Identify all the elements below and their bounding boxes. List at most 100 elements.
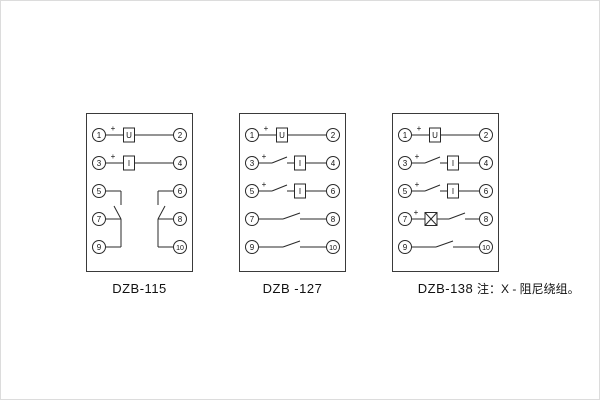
diagram-text: 1: [403, 131, 408, 140]
terminal-circle: [173, 128, 187, 142]
diagram-text: +: [415, 180, 420, 189]
terminal-circle: [92, 156, 106, 170]
diagram-text: 5: [250, 187, 255, 196]
coil-box: [447, 155, 459, 171]
terminal-circle: [479, 184, 493, 198]
diagram-text: 5: [403, 187, 408, 196]
diagram-text: 10: [176, 245, 184, 252]
diagram-text: U: [279, 131, 285, 140]
diagram-text: 6: [331, 187, 336, 196]
diagram-text: +: [415, 152, 420, 161]
diagram-text: 4: [484, 159, 489, 168]
diagram-text: I: [452, 159, 454, 168]
diagram-text: 3: [97, 159, 102, 168]
terminal-circle: [398, 156, 412, 170]
diagram-text: 10: [482, 245, 490, 252]
terminal-circle: [398, 184, 412, 198]
diagram-text: +: [414, 208, 419, 217]
diagram-text: 9: [97, 243, 102, 252]
terminal-circle: [479, 240, 493, 254]
coil-box: [276, 127, 288, 143]
terminal-circle: [173, 156, 187, 170]
diagram-text: 3: [403, 159, 408, 168]
diagram-text: 1: [97, 131, 102, 140]
terminal-circle: [398, 212, 412, 226]
diagram-text: 1: [250, 131, 255, 140]
wire: [113, 205, 122, 220]
diagram-text: 8: [331, 215, 336, 224]
diagram-text: +: [262, 180, 267, 189]
coil-box: [447, 183, 459, 199]
diagram-text: I: [299, 187, 301, 196]
wire: [271, 184, 288, 192]
wire: [435, 240, 454, 248]
coil-box: [294, 183, 306, 199]
note-text: 注：X - 阻尼绕组。: [477, 282, 580, 296]
terminal-circle: [245, 240, 259, 254]
terminal-circle: [326, 212, 340, 226]
diagram-text: 10: [329, 245, 337, 252]
diagram-text: 3: [250, 159, 255, 168]
coil-box: [429, 127, 441, 143]
coil-box: [294, 155, 306, 171]
diagram-text: 4: [178, 159, 183, 168]
wire: [448, 212, 466, 220]
diagram-text: 4: [331, 159, 336, 168]
panel-label: DZB-138: [417, 281, 474, 296]
terminal-circle: [326, 156, 340, 170]
coil-box: [123, 155, 135, 171]
panel-label: DZB-115: [112, 281, 167, 296]
terminal-circle: [326, 128, 340, 142]
schematic-drawing: + U 1 2 + I 3 4 5 6 7 8 9 10: [86, 113, 193, 272]
diagram-text: U: [126, 131, 132, 140]
diagram-text: 7: [97, 215, 102, 224]
diagram-text: 7: [403, 215, 408, 224]
diagram-text: +: [111, 152, 116, 161]
diagram-text: +: [262, 152, 267, 161]
diagram-text: 5: [97, 187, 102, 196]
diagram-text: 8: [484, 215, 489, 224]
terminal-circle: [479, 128, 493, 142]
diagram-text: I: [452, 187, 454, 196]
diagram-text: 9: [403, 243, 408, 252]
wire: [157, 205, 166, 220]
terminal-circle: [245, 128, 259, 142]
diagram-text: I: [128, 159, 130, 168]
diagram-text: 2: [484, 131, 489, 140]
diagram-text: 2: [331, 131, 336, 140]
diagram-text: 8: [178, 215, 183, 224]
terminal-circle: [92, 128, 106, 142]
wire: [424, 212, 438, 226]
diagram-text: 7: [250, 215, 255, 224]
terminal-circle: [245, 156, 259, 170]
panel-label: DZB -127: [262, 281, 323, 296]
terminal-circle: [398, 128, 412, 142]
diagram-text: 6: [178, 187, 183, 196]
wire: [424, 184, 441, 192]
diagram-text: +: [264, 124, 269, 133]
diagram-text: 6: [484, 187, 489, 196]
terminal-circle: [245, 184, 259, 198]
diagram-text: U: [432, 131, 438, 140]
wire: [282, 212, 301, 220]
wire: [282, 240, 301, 248]
terminal-circle: [479, 212, 493, 226]
terminal-circle: [479, 156, 493, 170]
diagram-text: +: [111, 124, 116, 133]
diagram-text: I: [299, 159, 301, 168]
wire: [424, 156, 441, 164]
coil-box: [123, 127, 135, 143]
diagram-text: +: [417, 124, 422, 133]
diagram-text: 2: [178, 131, 183, 140]
terminal-circle: [326, 184, 340, 198]
terminal-circle: [326, 240, 340, 254]
wire: [271, 156, 288, 164]
terminal-circle: [245, 212, 259, 226]
